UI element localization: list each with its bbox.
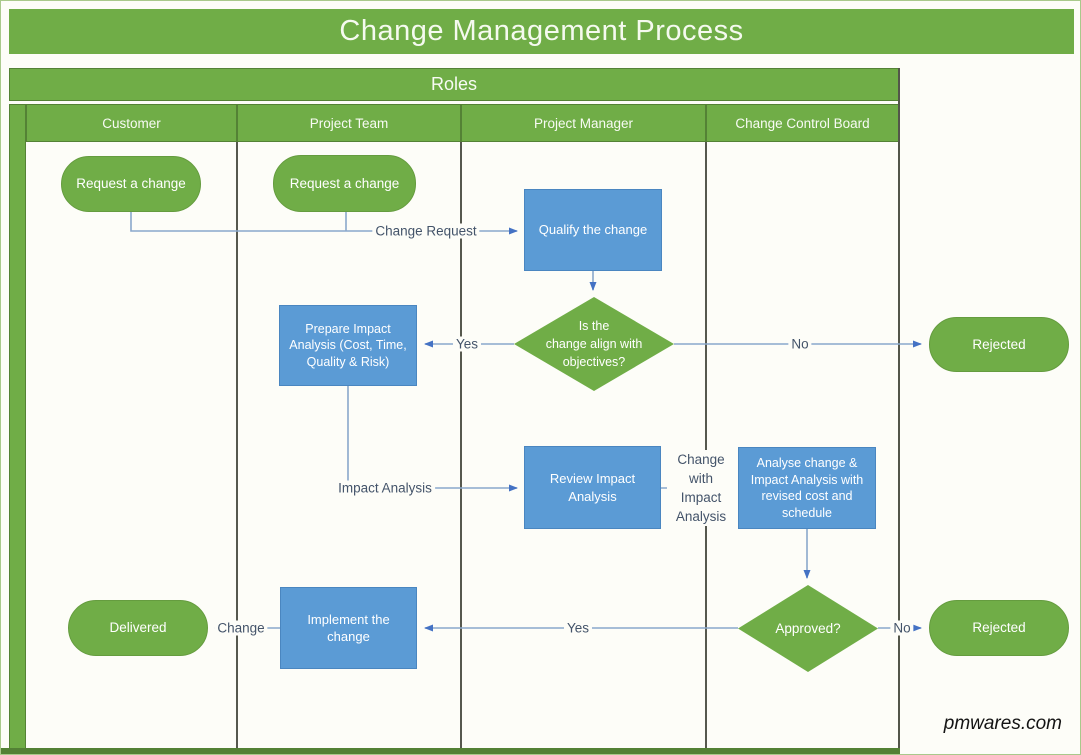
swimlane-divider-1 [236, 142, 238, 749]
edge-label-change: Change [214, 620, 268, 636]
swimlane-divider-2 [460, 142, 462, 749]
edge-label-no-bottom: No [890, 620, 914, 636]
edge-impact-analysis [347, 386, 518, 492]
table-right-border [898, 68, 900, 754]
roles-header: Roles [9, 68, 899, 101]
node-prepare-impact-analysis: Prepare Impact Analysis (Cost, Time, Qua… [279, 305, 417, 386]
edge-label-yes-bottom: Yes [563, 620, 593, 636]
node-request-change-customer: Request a change [61, 156, 201, 212]
edge-label-yes-top: Yes [452, 336, 482, 352]
lane-header-project-team: Project Team [237, 104, 461, 142]
node-delivered: Delivered [68, 600, 208, 656]
node-implement-change: Implement the change [280, 587, 417, 669]
edge-label-change-request: Change Request [372, 223, 480, 239]
node-review-impact-analysis: Review Impact Analysis [524, 446, 661, 529]
node-rejected-bottom: Rejected [929, 600, 1069, 656]
title-bar: Change Management Process [9, 9, 1074, 54]
edge-label-change-with-impact: Change with Impact Analysis [667, 450, 735, 526]
node-rejected-top: Rejected [929, 317, 1069, 372]
node-qualify-change: Qualify the change [524, 189, 662, 271]
watermark-text: pmwares.com [943, 713, 1062, 734]
node-request-change-team: Request a change [273, 155, 416, 212]
lane-header-customer: Customer [26, 104, 237, 142]
lane-header-change-control-board: Change Control Board [706, 104, 899, 142]
swimlane-divider-3 [705, 142, 707, 749]
lane-header-project-manager: Project Manager [461, 104, 706, 142]
edge-label-impact-analysis: Impact Analysis [335, 480, 435, 496]
edge-label-no-top: No [788, 336, 812, 352]
page-title: Change Management Process [339, 15, 744, 47]
node-analyse-change: Analyse change & Impact Analysis with re… [738, 447, 876, 529]
table-bottom-border [1, 748, 900, 754]
